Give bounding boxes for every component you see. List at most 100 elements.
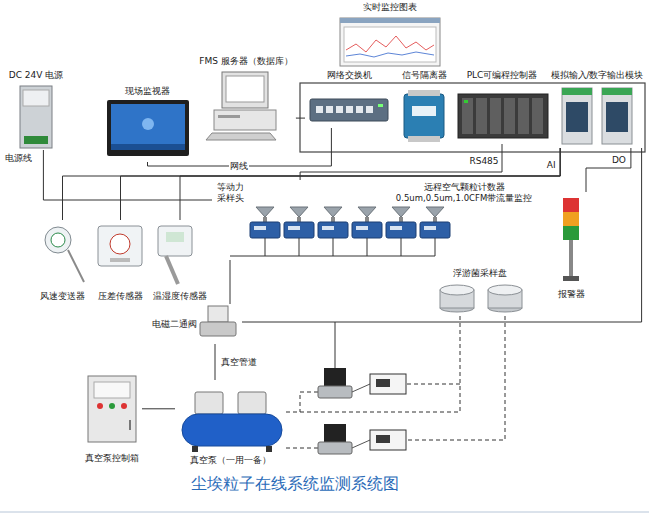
sensor-housing xyxy=(158,226,192,256)
valve-coil xyxy=(324,368,346,386)
valve-body xyxy=(318,442,352,454)
drive-slot xyxy=(218,115,240,118)
node-label: 真空泵控制箱 xyxy=(85,453,139,464)
pc-screen xyxy=(226,76,264,102)
control-plate xyxy=(94,382,130,398)
particle-counter xyxy=(420,222,450,238)
meter-display xyxy=(376,379,390,387)
isokinetic-probe xyxy=(324,207,342,217)
edge-label: AI xyxy=(546,160,557,171)
terminal-block xyxy=(408,136,440,142)
temp-humidity-sensor: 温湿度传感器 xyxy=(150,220,210,302)
sampler-lid xyxy=(440,285,474,295)
valve-body xyxy=(318,386,352,398)
probe-tube xyxy=(399,217,403,222)
power-supply: DC 24V 电源 xyxy=(5,70,67,150)
probe-tube xyxy=(263,217,267,222)
isokinetic-probe xyxy=(358,207,376,217)
wind-speed-sensor: 风速变送器 xyxy=(35,220,90,302)
connector xyxy=(121,148,561,220)
counter-plate xyxy=(390,226,402,230)
chart-area xyxy=(344,27,436,62)
pump-motor xyxy=(195,392,223,414)
alarm-pole xyxy=(569,240,573,276)
node-label: 实时监控图表 xyxy=(363,2,417,13)
counter-plate xyxy=(254,226,266,230)
module-terminals xyxy=(606,102,628,132)
sensor-probe xyxy=(68,250,84,282)
sampling-tube xyxy=(406,384,460,385)
plc-led xyxy=(464,100,468,103)
isokinetic-probe xyxy=(290,207,308,217)
module-stripe xyxy=(602,88,632,95)
taskbar xyxy=(111,144,185,150)
plc-rack xyxy=(458,94,548,138)
switch-port xyxy=(366,106,373,113)
probe-tube xyxy=(331,217,335,222)
node-label: 浮游菌采样盘 xyxy=(453,268,507,279)
field-monitor: 现场监视器 xyxy=(100,86,195,162)
chart-line xyxy=(346,52,434,57)
node-label: 现场监视器 xyxy=(125,86,170,97)
node-label: FMS 服务器（数据库） xyxy=(199,56,293,67)
sampler-lid xyxy=(488,285,522,295)
pc-monitor xyxy=(222,72,268,108)
node-label: DC 24V 电源 xyxy=(9,70,64,81)
isolator-plate xyxy=(412,106,436,116)
alarm-base xyxy=(563,276,579,281)
power-plate xyxy=(23,90,49,106)
node-label: 网络交换机 xyxy=(327,70,372,81)
isokinetic-probe xyxy=(256,207,274,217)
edge-label: 网线 xyxy=(229,161,249,172)
sensor-probe xyxy=(166,256,178,284)
plc-controller: PLC可编程控制器 xyxy=(455,70,549,144)
node-label: 远程空气颗粒计数器 0.5um,0.5um,1.0CFM带流量监控 xyxy=(394,182,534,204)
power-terminal xyxy=(24,136,48,144)
plc-slot xyxy=(504,98,515,134)
node-label: 模拟输入/数字输出模块 xyxy=(551,70,644,81)
plc-slot xyxy=(532,98,543,134)
node-label: 报警器 xyxy=(558,289,585,300)
node-label: 信号隔离器 xyxy=(402,70,447,81)
switch-body xyxy=(310,99,388,121)
alarm-red xyxy=(563,198,579,212)
io-module-body xyxy=(602,88,632,144)
chart-line xyxy=(346,36,434,52)
connector xyxy=(43,150,212,200)
valve-coil xyxy=(324,424,346,442)
alarm-light: 报警器 xyxy=(546,192,596,300)
solenoid-valve: 电磁二通阀 xyxy=(150,304,242,344)
bottom-rule xyxy=(0,512,649,513)
switch-port xyxy=(346,106,353,113)
module-terminals xyxy=(566,102,588,132)
io-module: 模拟输入/数字输出模块 xyxy=(549,70,646,148)
pipe-fitting xyxy=(352,384,370,392)
node-label: 温湿度传感器 xyxy=(153,291,207,302)
meter-display xyxy=(376,435,390,443)
connector xyxy=(586,148,631,192)
particle-counter xyxy=(386,222,416,238)
node-label: 压差传感器 xyxy=(98,291,143,302)
particle-counter xyxy=(250,222,280,238)
vacuum-branch xyxy=(401,238,402,256)
screen-logo xyxy=(142,118,154,130)
monitor-screen xyxy=(111,104,185,150)
node-label: 电磁二通阀 xyxy=(152,319,197,330)
switch-led xyxy=(378,104,383,107)
valve-coil xyxy=(208,306,228,322)
pump-control-box: 真空泵控制箱 xyxy=(82,372,142,464)
vacuum-pump: 真空泵（一用一备） xyxy=(175,380,285,466)
pressure-sensor: 压差传感器 xyxy=(93,220,148,302)
monitor-frame xyxy=(107,100,189,156)
alarm-green xyxy=(563,226,579,240)
probe-tube xyxy=(433,217,437,222)
probe-tube xyxy=(297,217,301,222)
plankton-sampler: 浮游菌采样盘 xyxy=(430,268,530,316)
particle-counter xyxy=(352,222,382,238)
power-case xyxy=(20,86,52,148)
counter-plate xyxy=(288,226,300,230)
indicator-lamp xyxy=(121,403,127,409)
wire-label: 电源线 xyxy=(4,153,33,164)
terminal-block xyxy=(408,90,440,96)
